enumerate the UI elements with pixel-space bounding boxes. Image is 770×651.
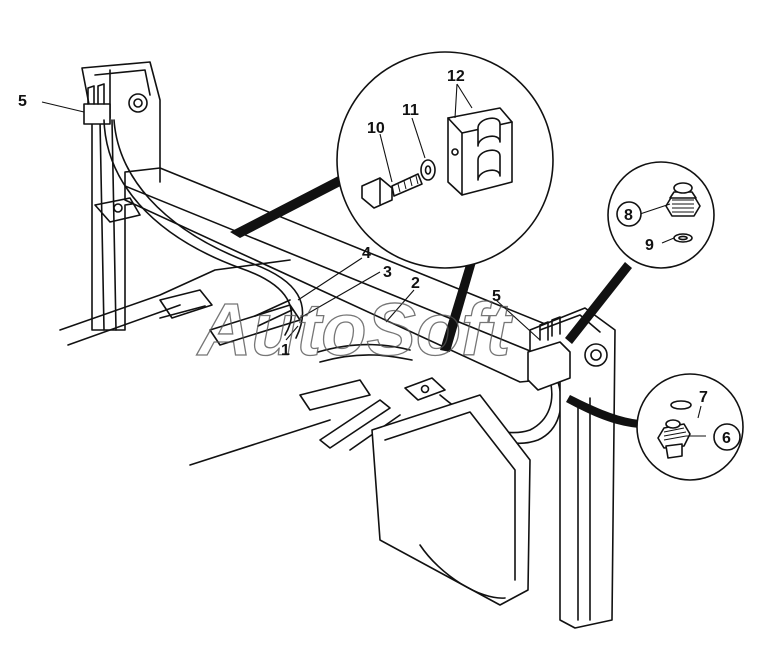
watermark-logo: AutoSoft [196, 288, 514, 371]
callout-8: 8 [624, 207, 633, 224]
callout-11: 11 [402, 102, 419, 119]
callout-12: 12 [447, 68, 465, 85]
right-post [527, 307, 616, 629]
leader-lines [41, 83, 706, 437]
callout-1: 1 [281, 342, 290, 359]
left-valve-block [83, 83, 111, 125]
cab-body [371, 394, 531, 606]
callout-4: 4 [362, 245, 371, 262]
callout-10: 10 [367, 120, 385, 137]
callout-3: 3 [383, 264, 392, 281]
callout-6: 6 [722, 430, 731, 447]
callout-9: 9 [645, 237, 654, 254]
callout-8-circle [616, 201, 642, 227]
detail-circle-fitting-bottom [566, 373, 744, 481]
callout-labels: 5 10 11 12 4 3 2 1 5 8 9 7 6 [18, 68, 741, 451]
detail-circle-clamp [230, 51, 554, 352]
callout-7: 7 [699, 389, 708, 406]
left-post [81, 61, 161, 331]
detail-circle-fitting-top [565, 161, 715, 344]
callout-6-circle [713, 423, 741, 451]
callout-2: 2 [411, 275, 420, 292]
callout-5-right: 5 [492, 288, 501, 305]
callout-5-left: 5 [18, 93, 27, 110]
